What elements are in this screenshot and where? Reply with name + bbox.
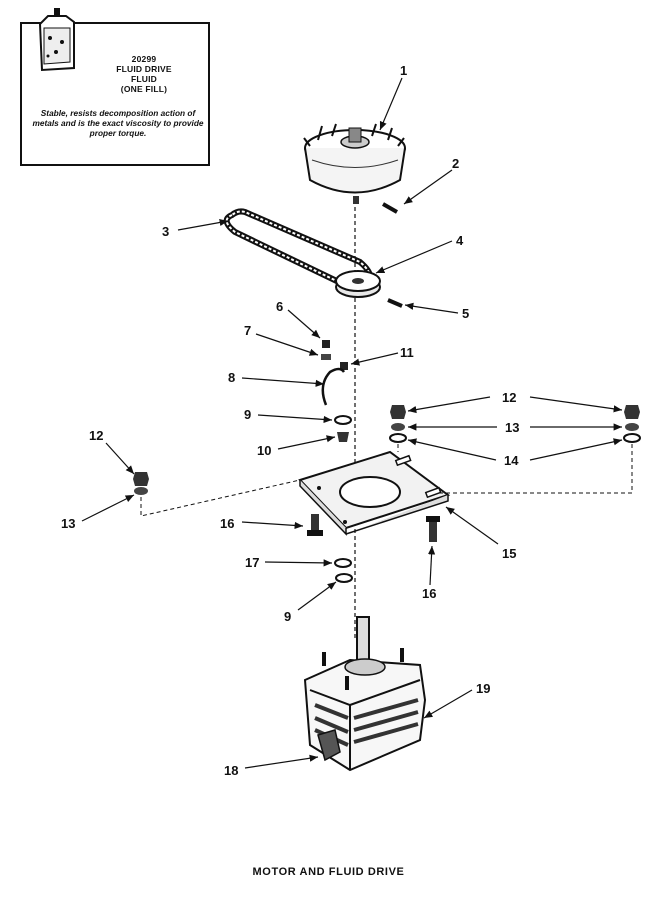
- callout-4: 4: [456, 233, 464, 248]
- callout-13-right: 13: [505, 420, 519, 435]
- callout-5: 5: [462, 306, 469, 321]
- callout-16-right: 16: [422, 586, 436, 601]
- callout-11: 11: [400, 345, 414, 360]
- callout-9-lower: 9: [284, 609, 291, 624]
- product-description: Stable, resists decomposition action of …: [32, 108, 204, 138]
- pulley-part: [335, 270, 381, 298]
- part-number: 20299: [131, 54, 157, 64]
- fluid-product-label: 20299 FLUID DRIVE FLUID (ONE FILL): [86, 54, 202, 94]
- callout-12-right: 12: [502, 390, 516, 405]
- callout-13-left: 13: [61, 516, 75, 531]
- callout-1: 1: [400, 63, 407, 78]
- callout-7: 7: [244, 323, 251, 338]
- diagram-caption: MOTOR AND FLUID DRIVE: [252, 866, 405, 878]
- dashed-guide-lines: [140, 444, 633, 517]
- callout-2: 2: [452, 156, 459, 171]
- callout-3: 3: [162, 224, 169, 239]
- fluid-drive-info-box: 20299 FLUID DRIVE FLUID (ONE FILL) Stabl…: [20, 8, 210, 166]
- fluid-drive-part: [303, 123, 406, 204]
- motor-part: [303, 616, 427, 772]
- callout-10: 10: [257, 443, 271, 458]
- right-mount-hardware: [389, 405, 641, 443]
- callout-15: 15: [502, 546, 516, 561]
- callout-19: 19: [476, 681, 490, 696]
- product-line-1: FLUID DRIVE: [116, 64, 172, 74]
- callout-18: 18: [224, 763, 238, 778]
- callout-6: 6: [276, 299, 283, 314]
- callout-17: 17: [245, 555, 259, 570]
- bolt-parts: [307, 514, 440, 542]
- product-line-2: FLUID: [130, 74, 158, 84]
- set-screw-part: [382, 202, 398, 214]
- pulley-screw-part: [387, 298, 403, 308]
- callout-16-left: 16: [220, 516, 234, 531]
- fluid-bottle-icon: [38, 8, 75, 72]
- leader-lines: [81, 77, 623, 769]
- product-line-3: (ONE FILL): [120, 84, 168, 94]
- callout-9-upper: 9: [244, 407, 251, 422]
- left-mount-hardware: [133, 472, 149, 495]
- callout-12-left: 12: [89, 428, 103, 443]
- callout-8: 8: [228, 370, 235, 385]
- ground-wire-part: [321, 340, 348, 406]
- washer-nut-stack: [334, 415, 353, 583]
- callout-14-right: 14: [504, 453, 519, 468]
- callout-labels: 1 2 3 4 5 6 7 8 9 10 11 12 13 14 12 13 1…: [61, 63, 519, 778]
- mounting-plate-part: [298, 450, 451, 536]
